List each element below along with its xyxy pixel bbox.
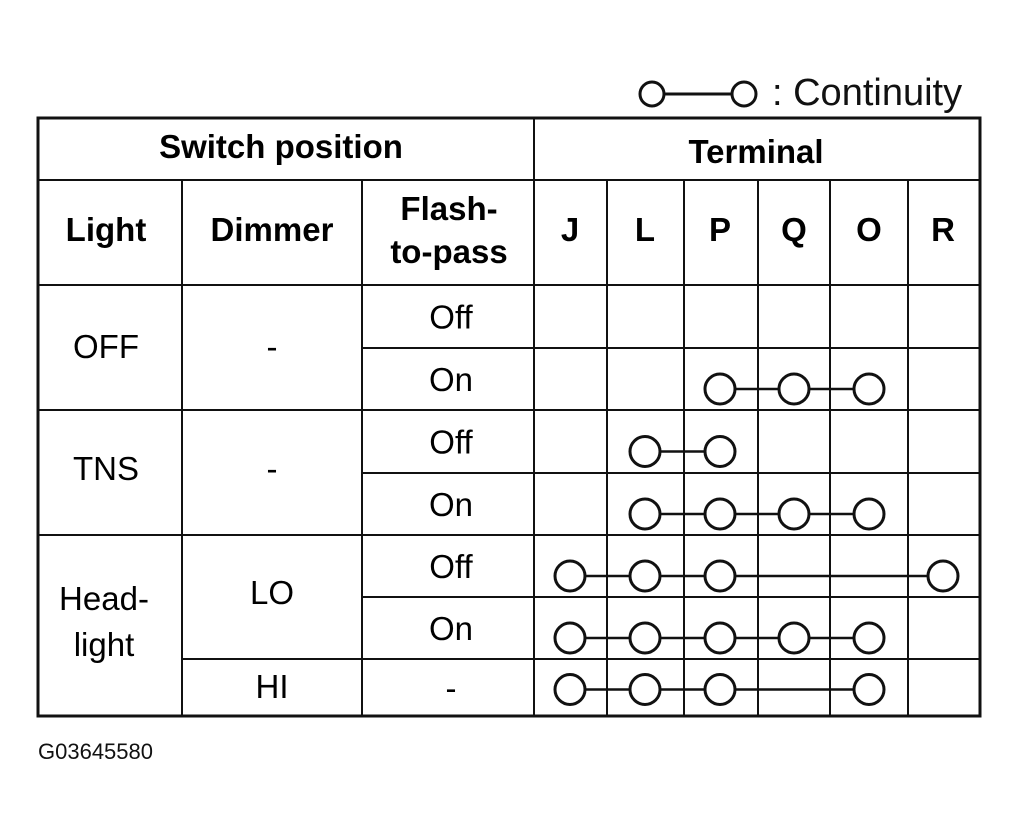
continuity-point-p	[703, 673, 737, 706]
continuity-point-o	[852, 372, 886, 406]
flash-label: Off	[429, 424, 473, 461]
light-label: light	[74, 626, 135, 663]
terminal-header-o: O	[856, 211, 882, 248]
terminal-header-q: Q	[781, 211, 807, 248]
header-switch-position: Switch position	[159, 128, 403, 165]
light-label: Head-	[59, 580, 149, 617]
dimmer-label: HI	[256, 668, 289, 705]
continuity-point-q	[777, 621, 811, 655]
continuity-point-l	[628, 621, 662, 655]
dimmer-label: -	[267, 328, 278, 365]
light-label: TNS	[73, 450, 139, 487]
continuity-symbol-icon	[638, 80, 758, 108]
flash-label: On	[429, 486, 473, 523]
continuity-point-r	[926, 559, 960, 593]
table-grid	[36, 116, 982, 718]
legend-label: : Continuity	[772, 72, 963, 114]
continuity-point-p	[703, 372, 737, 406]
flash-label: On	[429, 361, 473, 398]
continuity-point-o	[852, 621, 886, 655]
table-text: Switch position Terminal Light Dimmer Fl…	[59, 128, 955, 707]
continuity-point-p	[703, 621, 737, 655]
terminal-header-l: L	[635, 211, 655, 248]
header-light: Light	[66, 211, 147, 248]
continuity-point-o	[852, 497, 886, 531]
continuity-point-o	[852, 673, 886, 706]
continuity-point-j	[553, 621, 587, 655]
header-dimmer: Dimmer	[211, 211, 334, 248]
continuity-point-q	[777, 372, 811, 406]
header-flash-line1: Flash-	[400, 190, 497, 227]
flash-label: Off	[429, 548, 473, 585]
continuity-point-p	[703, 497, 737, 531]
continuity-point-l	[628, 435, 662, 468]
flash-label: Off	[429, 299, 473, 336]
continuity-point-l	[628, 497, 662, 531]
header-flash-line2: to-pass	[390, 233, 507, 270]
continuity-point-l	[628, 559, 662, 593]
header-terminal: Terminal	[688, 133, 823, 170]
dimmer-label: -	[267, 450, 278, 487]
continuity-point-p	[703, 559, 737, 593]
terminal-header-j: J	[561, 211, 579, 248]
terminal-header-r: R	[931, 211, 955, 248]
continuity-point-q	[777, 497, 811, 531]
continuity-point-p	[703, 435, 737, 468]
continuity-point-l	[628, 673, 662, 706]
continuity-point-j	[553, 673, 587, 706]
flash-label: -	[446, 670, 457, 707]
continuity-point-j	[553, 559, 587, 593]
continuity-marks	[553, 372, 960, 706]
light-label: OFF	[73, 328, 139, 365]
continuity-legend: : Continuity	[636, 70, 976, 116]
dimmer-label: LO	[250, 574, 294, 611]
flash-label: On	[429, 610, 473, 647]
figure-id: G03645580	[38, 739, 153, 764]
table-border	[36, 116, 982, 718]
terminal-header-p: P	[709, 211, 731, 248]
